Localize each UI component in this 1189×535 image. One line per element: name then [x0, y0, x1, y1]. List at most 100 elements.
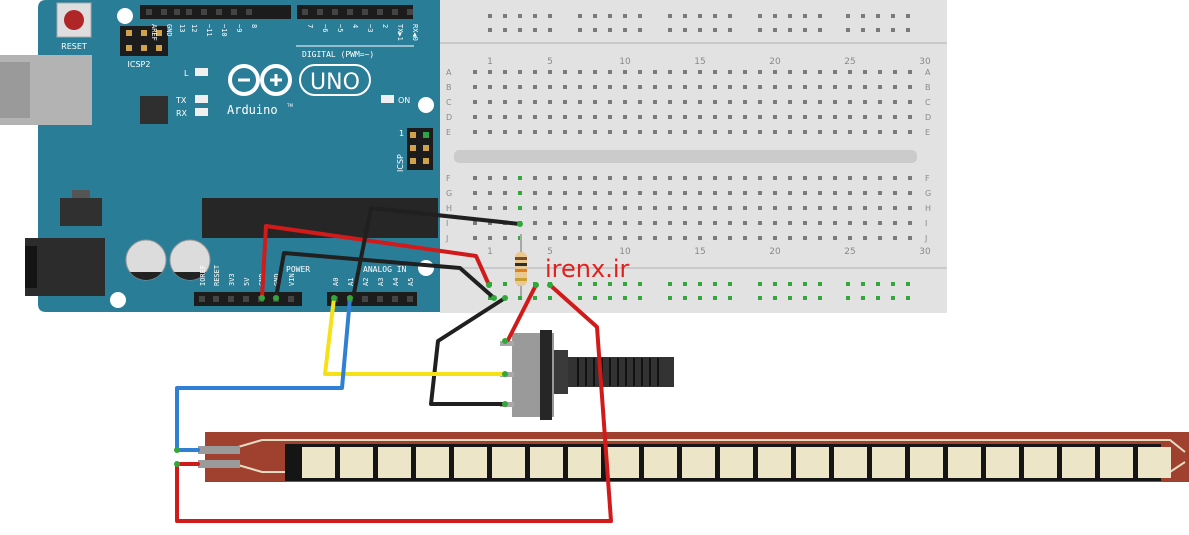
breadboard-hole	[548, 70, 552, 74]
breadboard-hole	[773, 70, 777, 74]
breadboard-hole	[728, 176, 732, 180]
breadboard-hole	[863, 100, 867, 104]
breadboard-hole	[653, 191, 657, 195]
icsp-header	[407, 128, 433, 170]
breadboard-hole	[893, 70, 897, 74]
led-l-label: L	[184, 69, 189, 78]
breadboard-hole	[683, 206, 687, 210]
breadboard-hole	[548, 206, 552, 210]
breadboard-hole	[713, 85, 717, 89]
rail-hole	[578, 296, 582, 300]
breadboard-hole	[653, 206, 657, 210]
breadboard-hole	[878, 221, 882, 225]
breadboard-row-label: H	[446, 204, 452, 213]
flex-sensor-pad	[568, 447, 601, 478]
rail-hole	[906, 282, 910, 286]
flex-sensor-pad	[1024, 447, 1057, 478]
breadboard-hole	[668, 191, 672, 195]
flex-sensor-pad	[796, 447, 829, 478]
power-jack-front	[25, 246, 37, 288]
breadboard-hole	[473, 176, 477, 180]
analog-pin-label: A3	[377, 278, 385, 286]
power-pin-label: RESET	[213, 264, 221, 286]
flex-sensor-pad	[454, 447, 487, 478]
breadboard-hole	[698, 130, 702, 134]
breadboard-hole	[608, 115, 612, 119]
power-pin-socket	[243, 296, 249, 302]
flex-sensor-pad	[948, 447, 981, 478]
digital-pin-socket	[347, 9, 353, 15]
rail-hole	[846, 282, 850, 286]
rail-hole	[593, 28, 597, 32]
breadboard-hole	[863, 70, 867, 74]
flex-sensor-pad	[910, 447, 943, 478]
rail-hole	[728, 282, 732, 286]
breadboard-hole	[758, 221, 762, 225]
breadboard-hole	[698, 85, 702, 89]
breadboard-hole	[728, 70, 732, 74]
flex-sensor-pad	[682, 447, 715, 478]
breadboard-hole	[848, 85, 852, 89]
analog-label: ANALOG IN	[363, 265, 407, 274]
rail-hole	[788, 282, 792, 286]
digital-label: DIGITAL (PWM=~)	[302, 50, 374, 59]
breadboard-hole	[758, 236, 762, 240]
rail-hole	[578, 282, 582, 286]
breadboard-hole	[533, 85, 537, 89]
breadboard-hole	[833, 191, 837, 195]
digital-pin-socket	[216, 9, 222, 15]
breadboard-hole	[533, 100, 537, 104]
breadboard-hole	[668, 100, 672, 104]
power-pin-socket	[288, 296, 294, 302]
breadboard-row-label: F	[446, 174, 451, 183]
breadboard-hole	[713, 236, 717, 240]
rail-hole	[818, 28, 822, 32]
breadboard-hole	[593, 100, 597, 104]
breadboard-column-number: 25	[844, 57, 855, 67]
breadboard-row-label: C	[446, 98, 452, 107]
rail-hole	[698, 14, 702, 18]
breadboard-hole	[473, 70, 477, 74]
breadboard-hole	[878, 70, 882, 74]
breadboard-hole	[533, 221, 537, 225]
flex-sensor-lead	[198, 460, 240, 468]
breadboard-hole	[743, 176, 747, 180]
breadboard-hole	[728, 236, 732, 240]
breadboard-hole	[773, 115, 777, 119]
breadboard-column-number: 1	[487, 247, 493, 257]
breadboard-hole	[908, 206, 912, 210]
rail-hole	[488, 14, 492, 18]
rail-hole	[668, 296, 672, 300]
breadboard-hole	[578, 85, 582, 89]
rail-hole	[548, 28, 552, 32]
rail-hole	[818, 296, 822, 300]
rail-hole	[876, 28, 880, 32]
power-pin-socket	[228, 296, 234, 302]
breadboard-hole	[548, 130, 552, 134]
breadboard-hole	[788, 115, 792, 119]
rail-hole	[891, 296, 895, 300]
rail-hole	[518, 14, 522, 18]
breadboard-hole	[728, 221, 732, 225]
breadboard-hole	[908, 85, 912, 89]
breadboard-hole	[713, 206, 717, 210]
breadboard-hole	[563, 191, 567, 195]
rail-hole	[533, 296, 537, 300]
rail-hole	[623, 296, 627, 300]
arduino-uno-board: RESET ICSP2 L TX RX ON UNO	[0, 0, 452, 312]
breadboard-hole	[863, 206, 867, 210]
breadboard-hole	[758, 70, 762, 74]
breadboard-column-number: 15	[694, 247, 705, 257]
breadboard-hole	[623, 221, 627, 225]
breadboard-hole	[848, 221, 852, 225]
breadboard-hole	[758, 206, 762, 210]
breadboard-hole	[893, 85, 897, 89]
breadboard-hole	[863, 221, 867, 225]
voltage-regulator-tab	[72, 190, 90, 198]
digital-pin-socket	[332, 9, 338, 15]
atmega-chip	[202, 198, 438, 238]
breadboard-hole	[668, 176, 672, 180]
digital-pin-label: 2	[381, 24, 389, 28]
breadboard-hole	[518, 85, 522, 89]
